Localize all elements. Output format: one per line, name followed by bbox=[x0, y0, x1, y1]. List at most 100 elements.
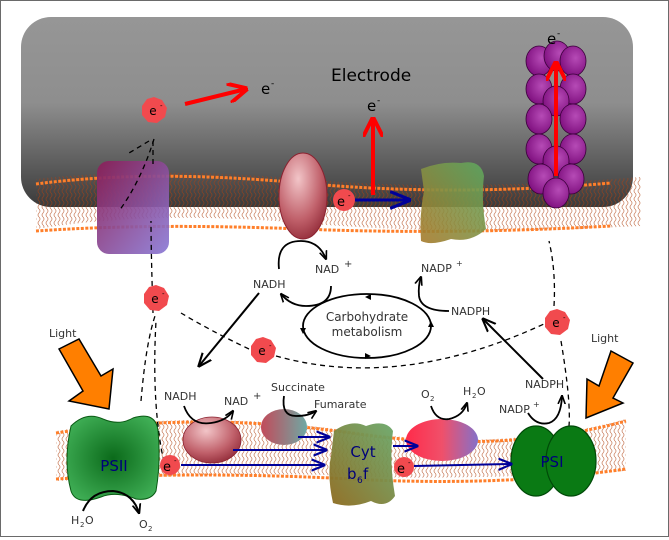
svg-text:e: e bbox=[397, 462, 405, 477]
nadh-oxidation-arrow bbox=[183, 405, 233, 425]
cycle-arrowhead bbox=[365, 294, 371, 300]
nanowire-pili bbox=[525, 40, 587, 209]
svg-text:+: + bbox=[344, 259, 352, 270]
succinate-dehydrogenase bbox=[261, 409, 307, 445]
electron-label: e - bbox=[367, 96, 380, 115]
terminal-oxidase-lower bbox=[406, 419, 478, 461]
light-arrow-left bbox=[57, 338, 114, 410]
nadh-cycle-arrow bbox=[277, 240, 326, 270]
o2-label: O 2 bbox=[139, 518, 152, 533]
electrode-block bbox=[21, 17, 633, 207]
svg-text:2: 2 bbox=[80, 521, 84, 529]
photosystem-i bbox=[510, 425, 597, 497]
nadph-consumption-arrow bbox=[419, 277, 450, 312]
metabolism-label-line1: Carbohydrate bbox=[326, 310, 408, 324]
nadh-label: NADH bbox=[253, 278, 286, 291]
svg-text:e: e bbox=[337, 195, 345, 210]
o2-label-lower: O 2 bbox=[421, 388, 434, 403]
nad-plus-label: NAD + bbox=[315, 259, 352, 276]
svg-text:-: - bbox=[557, 29, 560, 39]
cytochrome-b6f bbox=[329, 423, 395, 506]
svg-text:e: e bbox=[258, 344, 265, 358]
svg-text:O: O bbox=[85, 514, 94, 527]
ndh-complex bbox=[278, 152, 328, 240]
cycle-arrowhead bbox=[428, 321, 434, 327]
light-label-right: Light bbox=[591, 332, 619, 345]
photosystem-ii bbox=[66, 415, 160, 501]
electron-particle: e - bbox=[160, 455, 180, 475]
cyt-label-line1: Cyt bbox=[350, 443, 375, 461]
cyt-label-line2: b 6 f bbox=[347, 465, 369, 486]
light-arrow-right bbox=[585, 349, 635, 420]
nadph-label-lower: NADPH bbox=[525, 378, 564, 391]
electron-transfer-arrow bbox=[184, 89, 246, 106]
dashed-electron-paths bbox=[118, 138, 570, 472]
electron-particle: e - bbox=[545, 309, 570, 335]
psi-label: PSI bbox=[541, 453, 564, 471]
svg-text:O: O bbox=[421, 388, 430, 401]
nadh-transfer-arrow bbox=[199, 292, 260, 366]
linear-electron-flow bbox=[181, 437, 511, 466]
svg-text:e: e bbox=[547, 30, 556, 48]
svg-text:+: + bbox=[533, 400, 540, 409]
svg-text:H: H bbox=[71, 514, 79, 527]
svg-text:NADP: NADP bbox=[421, 262, 452, 275]
terminal-oxidase-upper bbox=[420, 162, 486, 244]
svg-text:2: 2 bbox=[148, 525, 152, 533]
electron-label: e - bbox=[547, 29, 560, 48]
ndh-complex-lower bbox=[182, 416, 242, 464]
svg-text:+: + bbox=[253, 391, 261, 402]
nadp-plus-label-lower: NADP + bbox=[499, 400, 540, 416]
svg-text:e: e bbox=[163, 460, 171, 475]
nadph-transfer-arrow bbox=[483, 319, 544, 380]
outer-membrane-cytochrome bbox=[97, 161, 169, 254]
h2o-label-lower: H 2 O bbox=[463, 385, 486, 400]
nadh-cycle-arrow bbox=[281, 285, 332, 307]
cycle-arrowhead bbox=[300, 328, 306, 334]
svg-text:O: O bbox=[477, 385, 486, 398]
metabolism-label-line2: metabolism bbox=[332, 325, 403, 339]
svg-text:b: b bbox=[347, 465, 357, 483]
water-splitting-arrow bbox=[82, 489, 139, 513]
svg-text:-: - bbox=[269, 342, 272, 350]
svg-text:+: + bbox=[456, 259, 463, 268]
svg-text:e: e bbox=[552, 316, 559, 330]
h2o-label: H 2 O bbox=[71, 514, 94, 529]
svg-text:NAD: NAD bbox=[224, 395, 248, 408]
electron-particle: e - bbox=[333, 189, 355, 211]
nadh-label-lower: NADH bbox=[164, 390, 197, 403]
svg-text:2: 2 bbox=[472, 392, 476, 400]
svg-text:6: 6 bbox=[357, 476, 363, 486]
electron-particle: e - bbox=[251, 337, 276, 363]
svg-text:-: - bbox=[174, 457, 177, 465]
psii-label: PSII bbox=[100, 457, 127, 475]
svg-text:-: - bbox=[160, 102, 163, 110]
nadp-reduction-arrow bbox=[527, 396, 562, 425]
svg-text:-: - bbox=[377, 96, 380, 106]
nad-plus-label-lower: NAD + bbox=[224, 391, 261, 408]
svg-text:e: e bbox=[261, 80, 270, 98]
svg-text:2: 2 bbox=[430, 395, 434, 403]
svg-text:NAD: NAD bbox=[315, 263, 339, 276]
nadp-plus-label: NADP + bbox=[421, 259, 463, 275]
fumarate-label: Fumarate bbox=[314, 398, 367, 411]
electron-particle: e - bbox=[144, 285, 169, 311]
svg-text:e: e bbox=[149, 104, 156, 118]
electron-label: e - bbox=[261, 79, 274, 98]
svg-text:O: O bbox=[139, 518, 148, 531]
svg-text:NADP: NADP bbox=[499, 403, 530, 416]
electron-particle: e - bbox=[394, 457, 414, 477]
electron-particle: e - bbox=[142, 97, 167, 123]
succinate-label: Succinate bbox=[271, 381, 325, 394]
electrode-label: Electrode bbox=[331, 66, 411, 86]
cycle-arrowhead bbox=[365, 353, 371, 359]
svg-text:f: f bbox=[363, 465, 369, 483]
svg-text:-: - bbox=[563, 314, 566, 322]
svg-text:e: e bbox=[151, 292, 158, 306]
oxygen-reduction-arrow bbox=[430, 403, 467, 421]
svg-text:-: - bbox=[348, 192, 351, 200]
succinate-oxidation-arrow bbox=[282, 395, 317, 416]
light-label-left: Light bbox=[49, 327, 77, 340]
